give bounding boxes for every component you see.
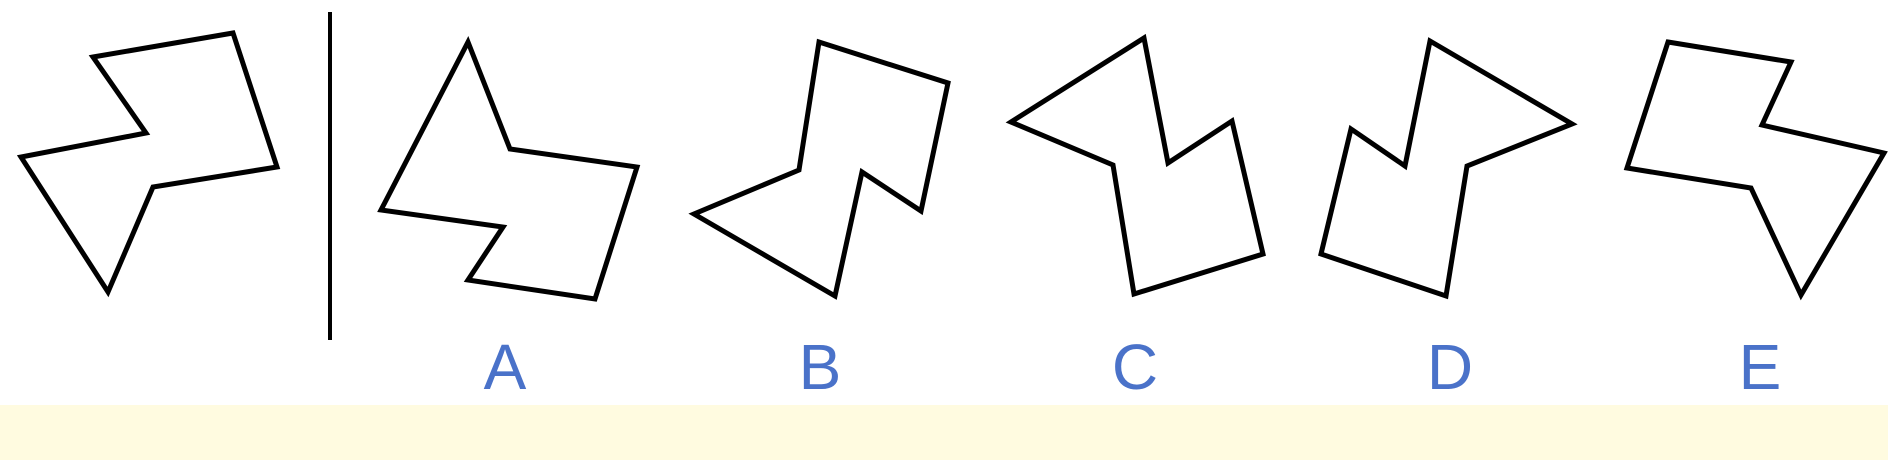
option-b-shape[interactable] bbox=[688, 38, 951, 300]
option-a-shape[interactable] bbox=[377, 35, 641, 302]
footer-bar bbox=[0, 405, 1888, 460]
option-d-label: D bbox=[1427, 331, 1473, 403]
option-a-label: A bbox=[484, 331, 527, 403]
option-d-shape[interactable] bbox=[1318, 37, 1578, 300]
option-c-shape[interactable] bbox=[1005, 33, 1266, 298]
option-e-label: E bbox=[1739, 331, 1782, 403]
option-c-label: C bbox=[1112, 331, 1158, 403]
reference-shape bbox=[16, 30, 281, 298]
option-e-shape[interactable] bbox=[1623, 39, 1888, 301]
option-b-label: B bbox=[799, 331, 842, 403]
puzzle-figure: A B C D E bbox=[16, 12, 1888, 403]
